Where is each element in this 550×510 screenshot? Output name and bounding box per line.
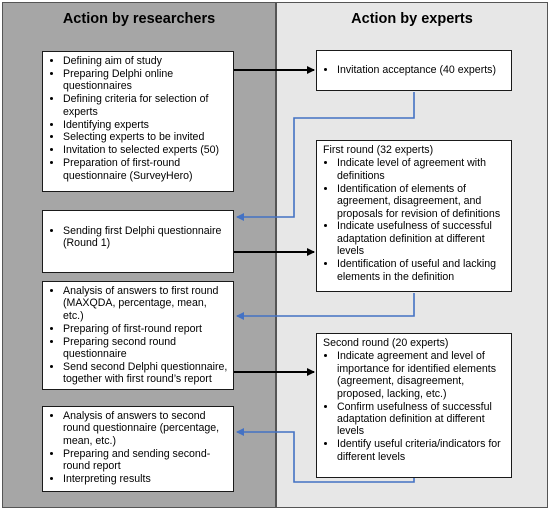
- researcher-box-round2-analysis: Analysis of answers to second round ques…: [42, 406, 234, 492]
- list-item: Confirm usefulness of successful adaptat…: [337, 401, 506, 438]
- expert-box-first-round: First round (32 experts) Indicate level …: [316, 140, 512, 292]
- researcher-box-round1-send: Sending first Delphi questionnaire (Roun…: [42, 210, 234, 273]
- first-round-heading: First round (32 experts): [323, 144, 434, 156]
- list-item: Identification of elements of agreement,…: [337, 183, 506, 220]
- expert-box-second-round: Second round (20 experts) Indicate agree…: [316, 333, 512, 478]
- list-item: Selecting experts to be invited: [63, 131, 228, 143]
- expert-box-acceptance: Invitation acceptance (40 experts): [316, 50, 512, 91]
- researchers-column-title: Action by researchers: [62, 11, 216, 27]
- list-item: Identification of useful and lacking ele…: [337, 258, 506, 283]
- list-item: Interpreting results: [63, 473, 228, 485]
- list-item: Invitation acceptance (40 experts): [337, 64, 506, 76]
- list-item: Defining aim of study: [63, 55, 228, 67]
- experts-column-title: Action by experts: [351, 11, 473, 27]
- list-item: Identify useful criteria/indicators for …: [337, 438, 506, 463]
- list-item: Indicate agreement and level of importan…: [337, 350, 506, 400]
- list-item: Preparation of first-round questionnaire…: [63, 157, 228, 182]
- list-item: Preparing second round questionnaire: [63, 336, 228, 361]
- list-item: Identifying experts: [63, 119, 228, 131]
- list-item: Analysis of answers to first round (MAXQ…: [63, 285, 228, 322]
- list-item: Sending first Delphi questionnaire (Roun…: [63, 225, 228, 250]
- list-item: Defining criteria for selection of exper…: [63, 93, 228, 118]
- list-item: Preparing of first-round report: [63, 323, 228, 335]
- researcher-box-setup: Defining aim of study Preparing Delphi o…: [42, 51, 234, 192]
- list-item: Indicate usefulness of successful adapta…: [337, 220, 506, 257]
- list-item: Analysis of answers to second round ques…: [63, 410, 228, 447]
- list-item: Invitation to selected experts (50): [63, 144, 228, 156]
- arrow-acceptance-return: [236, 92, 415, 221]
- researcher-box-round1-analysis: Analysis of answers to first round (MAXQ…: [42, 281, 234, 390]
- list-item: Send second Delphi questionnaire, togeth…: [63, 361, 228, 386]
- arrow-second-round-return: [236, 428, 415, 483]
- list-item: Preparing Delphi online questionnaires: [63, 68, 228, 93]
- arrow-first-round-return: [236, 293, 415, 320]
- list-item: Indicate level of agreement with definit…: [337, 157, 506, 182]
- list-item: Preparing and sending second-round repor…: [63, 448, 228, 473]
- second-round-heading: Second round (20 experts): [323, 337, 449, 349]
